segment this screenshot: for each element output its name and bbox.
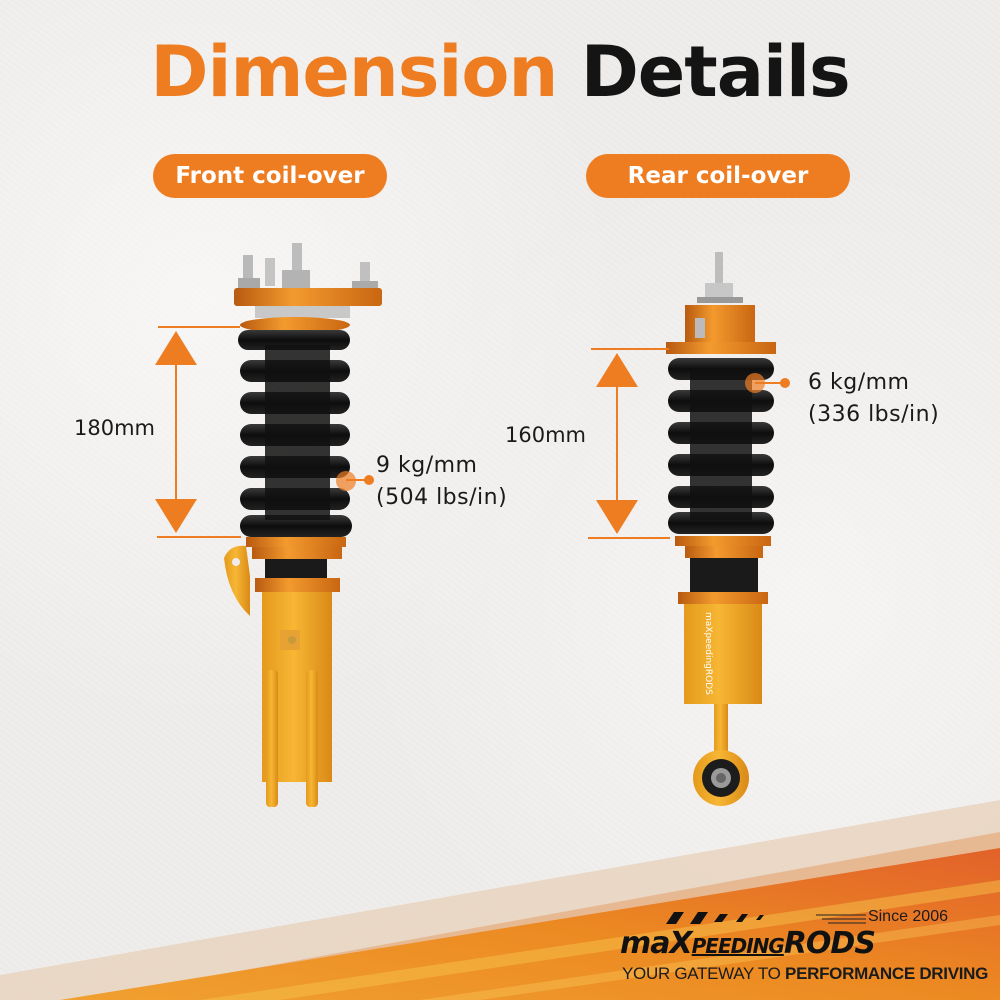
logo-brand-text: maXPEEDINGRODS	[620, 926, 876, 961]
front-dimension-line	[175, 360, 177, 505]
rear-callout-dot-icon	[780, 378, 790, 388]
front-spring-rate: 9 kg/mm (504 lbs/in)	[376, 450, 507, 514]
front-spring-rate-imperial: (504 lbs/in)	[376, 485, 508, 510]
front-arrow-up-icon	[155, 331, 197, 365]
front-bottom-extension-line	[157, 536, 241, 538]
rear-spring-rate-metric: 6 kg/mm	[808, 370, 910, 395]
checkered-flag-icon	[666, 912, 764, 924]
logo-brand-prefix: maX	[620, 926, 693, 961]
rear-coilover-image: maXpeedingRODS	[666, 252, 776, 806]
front-arrow-down-icon	[155, 499, 197, 533]
front-coilover-badge: Front coil-over	[153, 154, 387, 198]
rear-length-label: 160mm	[505, 423, 586, 447]
front-callout-dot-icon	[364, 475, 374, 485]
logo-tagline-regular: YOUR GATEWAY TO	[622, 964, 786, 983]
front-top-extension-line	[158, 326, 240, 328]
rear-top-extension-line	[591, 348, 669, 350]
logo-tagline: YOUR GATEWAY TO PERFORMANCE DRIVING	[622, 964, 988, 984]
logo-brand-middle: PEEDING	[691, 934, 785, 958]
rear-arrow-down-icon	[596, 500, 638, 534]
rear-spring-rate-imperial: (336 lbs/in)	[808, 402, 940, 427]
rear-dimension-line	[616, 385, 618, 505]
speed-lines-icon	[816, 914, 866, 924]
title-part-dimension: Dimension	[150, 31, 558, 113]
rear-callout-line	[755, 382, 783, 384]
rear-arrow-up-icon	[596, 353, 638, 387]
rear-coilover-badge: Rear coil-over	[586, 154, 850, 198]
page-title: Dimension Details	[0, 22, 1000, 122]
logo-since-text: Since 2006	[867, 908, 948, 925]
shock-brand-print: maXpeedingRODS	[703, 612, 713, 695]
front-length-label: 180mm	[74, 416, 155, 440]
title-part-details: Details	[580, 31, 851, 113]
front-callout-line	[346, 479, 368, 481]
front-coilover-image	[224, 243, 382, 807]
rear-spring-rate: 6 kg/mm (336 lbs/in)	[808, 367, 939, 431]
logo-brand-suffix: RODS	[783, 926, 876, 961]
front-spring-rate-metric: 9 kg/mm	[376, 453, 478, 478]
rear-bottom-extension-line	[588, 537, 670, 539]
logo-tagline-bold: PERFORMANCE DRIVING	[785, 964, 989, 983]
front-callout-marker-icon	[336, 471, 356, 491]
